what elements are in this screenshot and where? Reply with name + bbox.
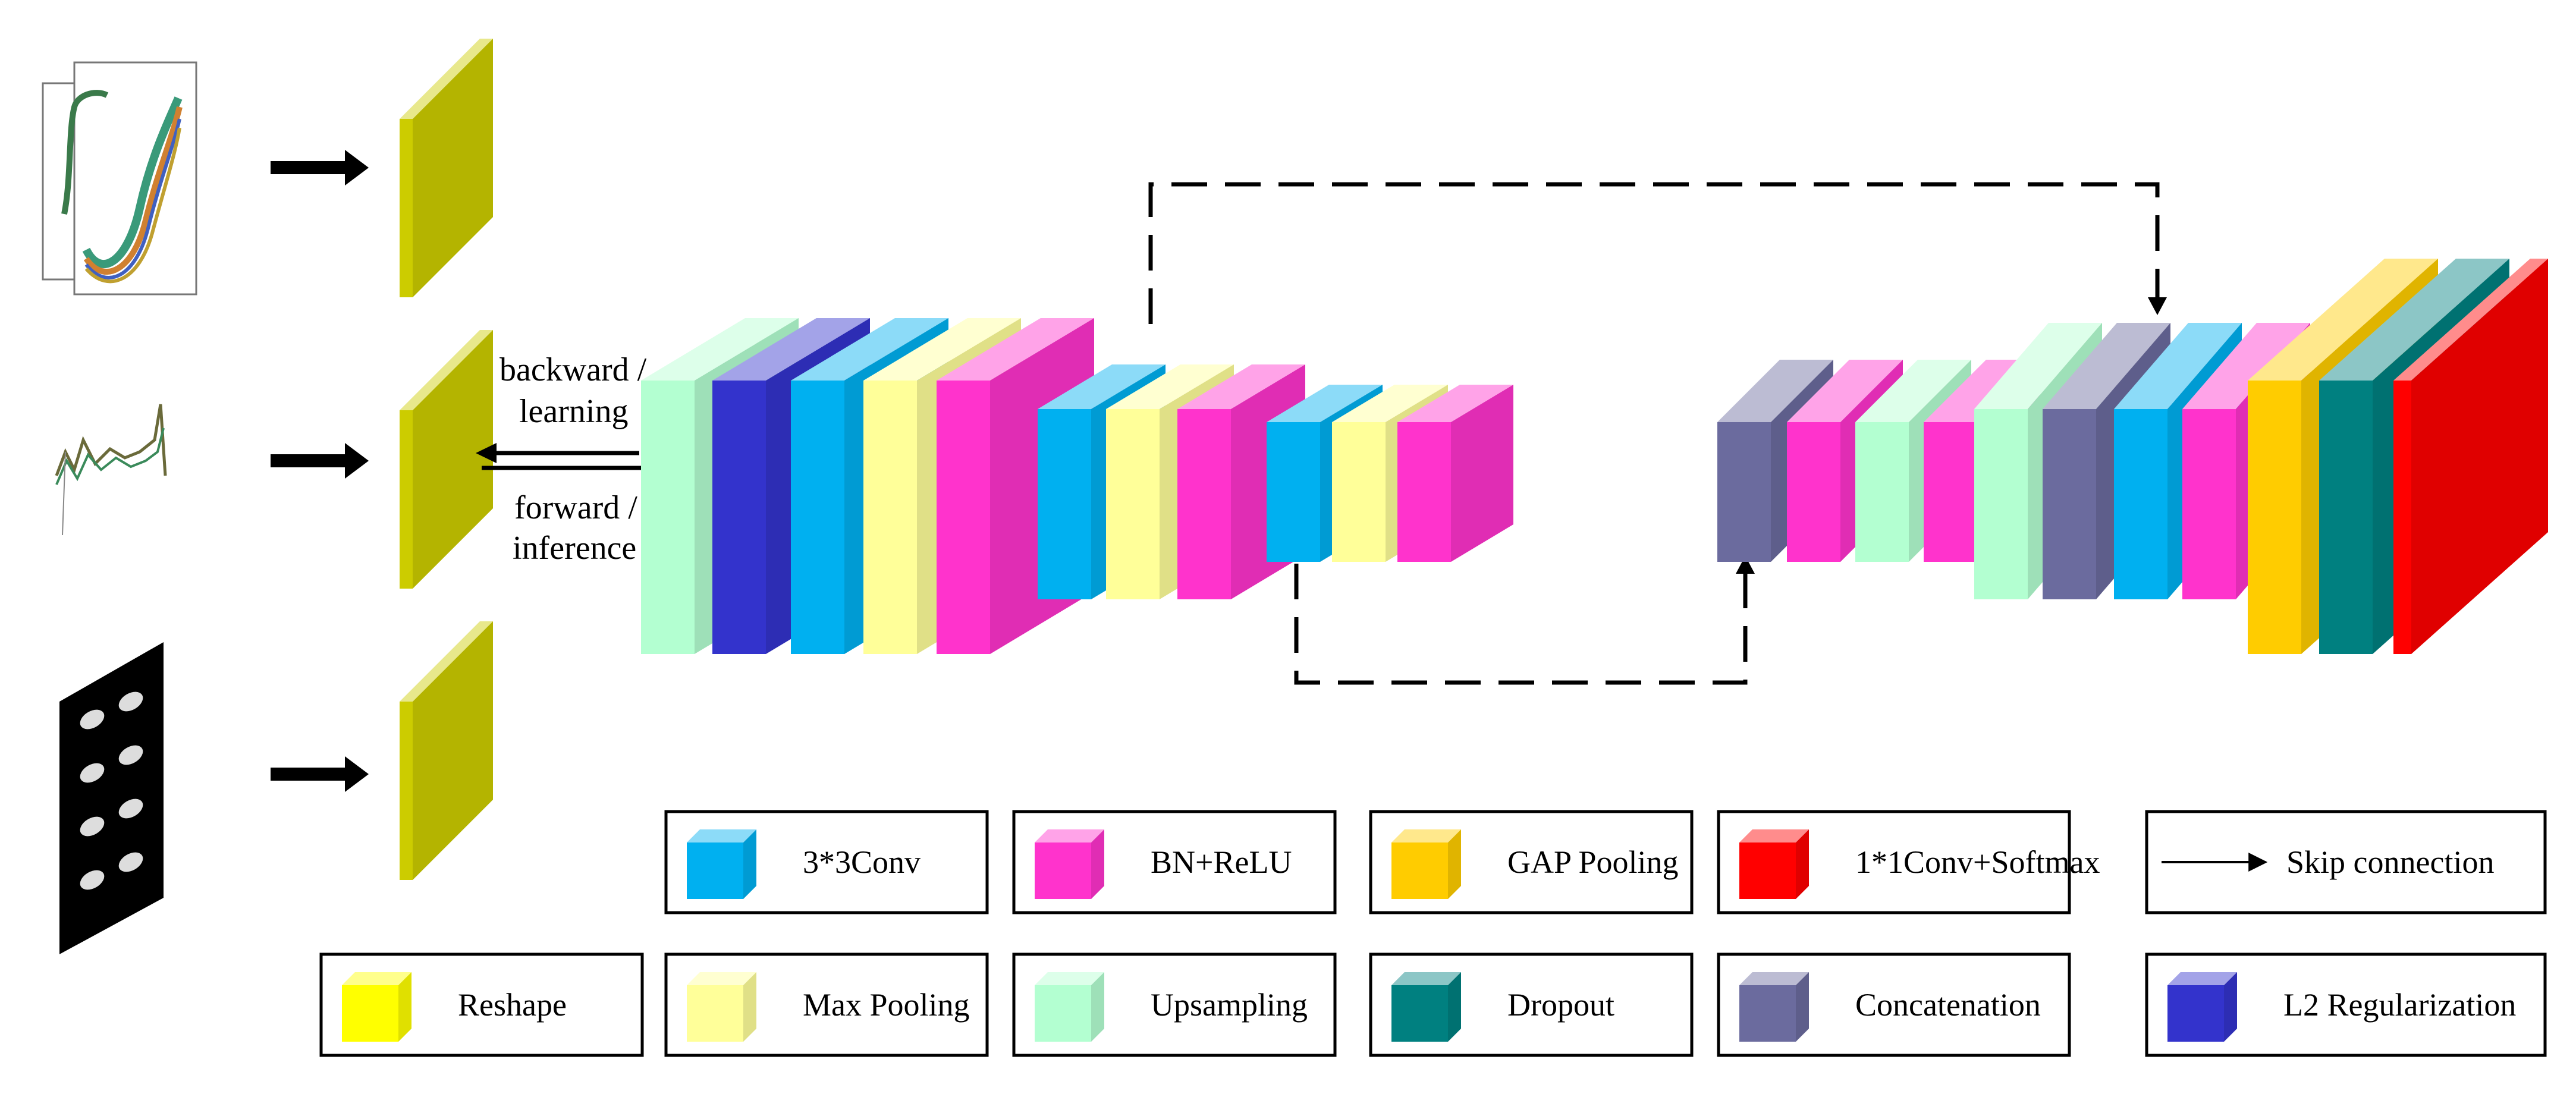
legend-swatch-icon bbox=[1391, 972, 1461, 1042]
encoder-block-bn-relu bbox=[1397, 385, 1513, 562]
legend-swatch-cube-icon bbox=[687, 829, 756, 899]
legend-item-max-pooling: Max Pooling bbox=[664, 952, 989, 1057]
input-arrow-middle bbox=[271, 443, 369, 479]
reshape-blocks bbox=[400, 39, 493, 880]
backward-arrow bbox=[476, 443, 639, 463]
legend-label: 1*1Conv+Softmax bbox=[1855, 844, 2100, 880]
skip-connection-bottom bbox=[1294, 556, 1755, 685]
forward-label-line2: inference bbox=[513, 530, 636, 567]
legend-swatch-icon bbox=[687, 972, 756, 1042]
legend-swatch-icon bbox=[2167, 972, 2237, 1042]
reshape-block bbox=[400, 39, 493, 297]
legend-swatch-icon bbox=[687, 829, 756, 899]
legend-swatch-cube-icon bbox=[1391, 829, 1461, 899]
legend-item-bn-relu: BN+ReLU bbox=[1012, 810, 1337, 914]
input-spectral-line-plot bbox=[55, 404, 167, 536]
legend-item-3-3conv: 3*3Conv bbox=[664, 810, 989, 914]
legend-swatch-icon bbox=[1739, 829, 1809, 899]
legend-item-l2-regularization: L2 Regularization bbox=[2145, 952, 2547, 1057]
input-image-stack bbox=[59, 642, 164, 954]
legend-swatch-cube-icon bbox=[1739, 972, 1809, 1042]
legend-swatch-icon bbox=[342, 972, 411, 1042]
backward-label-line1: backward / bbox=[500, 351, 647, 388]
legend-swatch-cube-icon bbox=[1035, 972, 1104, 1042]
encoder-blocks bbox=[641, 318, 1513, 654]
decoder-blocks bbox=[1717, 259, 2548, 654]
reshape-block bbox=[400, 330, 493, 589]
legend-label: Concatenation bbox=[1855, 987, 2041, 1023]
reshape-block bbox=[400, 621, 493, 880]
legend-item-skip-connection: Skip connection bbox=[2145, 810, 2547, 914]
input-arrow-top bbox=[271, 150, 369, 186]
legend-item-dropout: Dropout bbox=[1369, 952, 1694, 1057]
input-spectral-curves-plot bbox=[42, 61, 197, 295]
legend-swatch-cube-icon bbox=[687, 972, 756, 1042]
legend-swatch-icon bbox=[1035, 829, 1104, 899]
decoder-block-conv-softmax bbox=[2393, 259, 2548, 654]
legend-label: Max Pooling bbox=[803, 987, 970, 1023]
legend-item-1-1conv-softmax: 1*1Conv+Softmax bbox=[1717, 810, 2100, 914]
legend-label: Upsampling bbox=[1151, 987, 1308, 1023]
legend-label: Dropout bbox=[1507, 987, 1614, 1023]
legend-label: GAP Pooling bbox=[1507, 844, 1679, 880]
legend-swatch-cube-icon bbox=[1739, 829, 1809, 899]
legend-label: L2 Regularization bbox=[2283, 987, 2516, 1023]
forward-label-line1: forward / bbox=[514, 489, 637, 526]
legend: 3*3Conv BN+ReLU GAP Pooling 1*1Conv+Softmax… bbox=[319, 810, 2547, 1057]
legend-label: Reshape bbox=[458, 987, 567, 1023]
legend-swatch-cube-icon bbox=[1391, 972, 1461, 1042]
backward-label-line2: learning bbox=[519, 393, 628, 430]
legend-item-upsampling: Upsampling bbox=[1012, 952, 1337, 1057]
legend-label: Skip connection bbox=[2286, 844, 2494, 880]
legend-swatch-icon bbox=[1035, 972, 1104, 1042]
legend-item-gap-pooling: GAP Pooling bbox=[1369, 810, 1694, 914]
legend-item-reshape: Reshape bbox=[319, 952, 644, 1057]
input-arrow-bottom bbox=[271, 756, 369, 792]
skip-connection-top bbox=[1148, 182, 2167, 324]
legend-swatch-cube-icon bbox=[342, 972, 411, 1042]
legend-swatch-icon bbox=[1391, 829, 1461, 899]
legend-swatch-cube-icon bbox=[1035, 829, 1104, 899]
legend-item-concatenation: Concatenation bbox=[1717, 952, 2071, 1057]
legend-swatch-cube-icon bbox=[2167, 972, 2237, 1042]
legend-label: BN+ReLU bbox=[1151, 844, 1292, 880]
legend-swatch-icon bbox=[1739, 972, 1809, 1042]
legend-label: 3*3Conv bbox=[803, 844, 921, 880]
